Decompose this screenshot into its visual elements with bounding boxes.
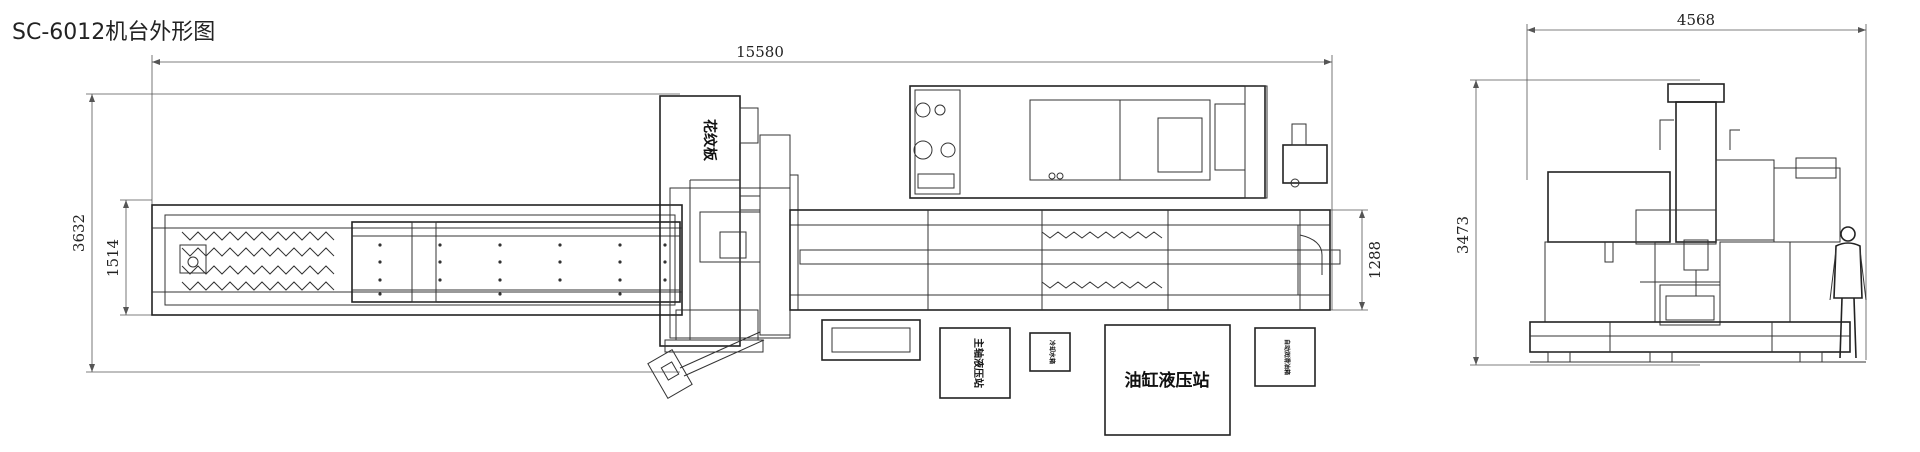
dim-overall-length-text: 15580: [736, 43, 784, 61]
svg-text:主轴液压站: 主轴液压站: [972, 338, 985, 388]
dim-side-height-text: 3473: [1454, 216, 1472, 254]
drawing-title: SC-6012机台外形图: [12, 20, 216, 45]
bellows-left: [181, 231, 335, 291]
dim-overall-height-text: 3632: [70, 214, 88, 252]
side-gantry: [1544, 119, 1841, 326]
box-a: 主轴液压站: [939, 327, 1011, 399]
dim-rail-width: 1288: [1320, 209, 1384, 311]
pattern-plate-label: 花纹板: [701, 119, 718, 162]
dim-side-width: 4568: [1526, 11, 1867, 360]
dim-side-width-text: 4568: [1677, 11, 1715, 29]
coolant-tray: [821, 319, 921, 361]
control-cabinet: [909, 85, 1268, 199]
side-view: 4568 3473: [1454, 11, 1867, 366]
svg-text:油缸液压站: 油缸液压站: [1125, 370, 1210, 391]
svg-text:冷却水箱: 冷却水箱: [1048, 340, 1056, 364]
hydraulic-station: 油缸液压站: [1104, 324, 1231, 436]
side-base: [1529, 321, 1866, 363]
dim-overall-height: 3632: [70, 93, 680, 373]
worktable: [351, 221, 681, 303]
front-view: 15580 3632 1514 1288: [70, 43, 1384, 436]
gantry-column: [659, 95, 799, 353]
box-b: 冷却水箱: [1029, 332, 1071, 372]
handheld-pendant: [647, 331, 765, 400]
box-c: 自动润滑油箱: [1254, 327, 1316, 387]
small-cabinet: [1282, 123, 1328, 188]
dim-overall-length: 15580: [151, 43, 1333, 310]
human-figure: [1829, 226, 1867, 359]
svg-text:自动润滑油箱: 自动润滑油箱: [1283, 339, 1291, 375]
dim-table-width-text: 1514: [104, 239, 122, 277]
rail-extension: [789, 209, 1341, 311]
dim-rail-width-text: 1288: [1366, 241, 1384, 279]
dim-side-height: 3473: [1454, 79, 1700, 366]
dim-table-width: 1514: [104, 199, 152, 316]
